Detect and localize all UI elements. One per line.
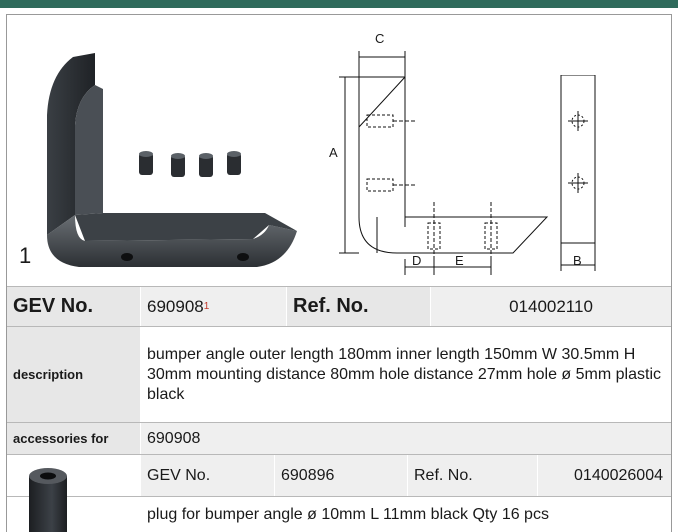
image-area: C A D E B 1 (7, 15, 671, 285)
accessory-image-spacer (7, 455, 141, 496)
ref-label: Ref. No. (287, 287, 431, 326)
dim-label-e: E (455, 253, 464, 268)
accessory-ref-value: 0140026004 (538, 455, 671, 496)
accessory-ids-row: GEV No. 690896 Ref. No. 0140026004 (7, 454, 671, 496)
dim-label-a: A (329, 145, 338, 160)
accessory-description: plug for bumper angle ø 10mm L 11mm blac… (147, 506, 549, 523)
ref-value: 014002110 (431, 287, 671, 326)
figure-number: 1 (19, 243, 32, 268)
dim-label-d: D (412, 253, 422, 268)
description-text: bumper angle outer length 180mm inner le… (147, 345, 661, 403)
dim-label-c: C (375, 31, 385, 46)
header-bar (0, 0, 678, 8)
plug-parts-photo (139, 151, 241, 177)
accessory-gev-value: 690896 (275, 455, 408, 496)
dim-label-b: B (573, 253, 582, 268)
description-row: description bumper angle outer length 18… (7, 326, 671, 422)
plug-photo (29, 468, 67, 532)
accessory-image-spacer-2 (7, 497, 141, 532)
accessories-label: accessories for (7, 423, 141, 454)
product-photo (47, 53, 297, 267)
accessory-ref-label: Ref. No. (408, 455, 538, 496)
description-label: description (7, 327, 141, 422)
accessory-desc-row: plug for bumper angle ø 10mm L 11mm blac… (7, 496, 671, 532)
gev-footnote: 1 (203, 301, 210, 312)
accessory-gev-label: GEV No. (141, 455, 275, 496)
gev-value: 690908 (147, 296, 204, 316)
technical-drawing-front (339, 51, 549, 275)
technical-drawing-side (560, 75, 596, 271)
accessories-row: accessories for 690908 (7, 422, 671, 454)
accessories-value: 690908 (141, 423, 671, 454)
gev-label: GEV No. (7, 287, 141, 326)
description-cell: bumper angle outer length 180mm inner le… (141, 327, 671, 422)
